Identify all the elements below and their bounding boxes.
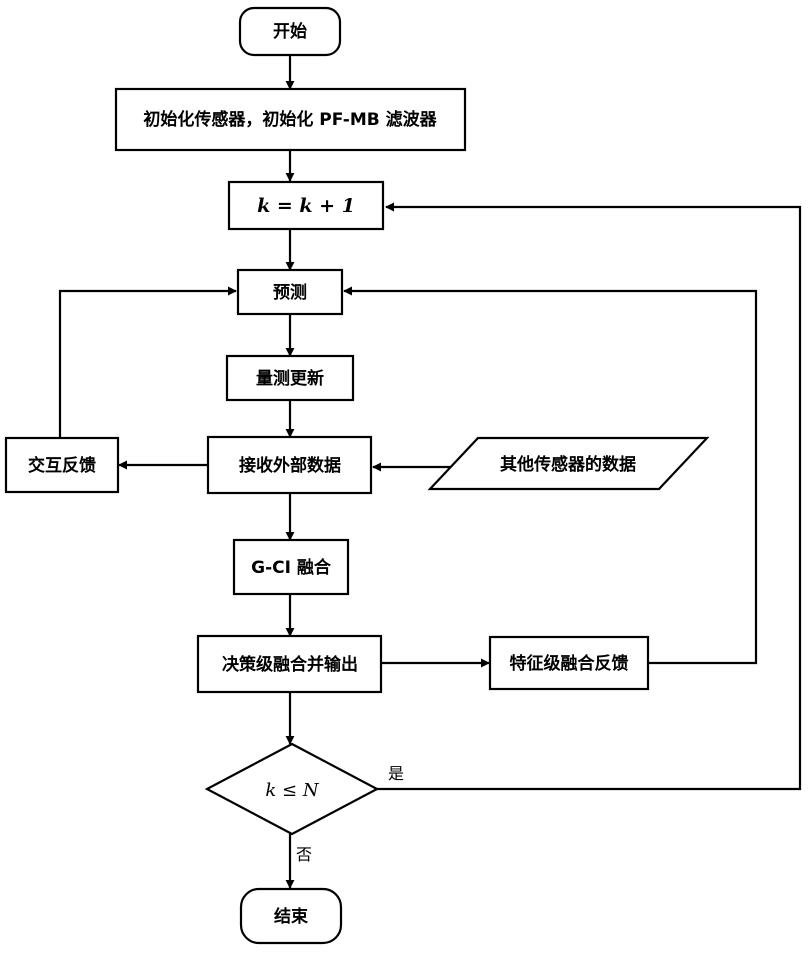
gci-fusion-node: G-CI 融合 — [234, 540, 348, 594]
feature-feedback-label: 特征级融合反馈 — [510, 653, 629, 674]
predict-label: 预测 — [273, 282, 307, 303]
receive-external-node: 接收外部数据 — [208, 437, 371, 493]
decision-fusion-label: 决策级融合并输出 — [222, 654, 358, 675]
init-node: 初始化传感器，初始化 PF-MB 滤波器 — [116, 89, 465, 150]
init-label: 初始化传感器，初始化 PF-MB 滤波器 — [143, 109, 437, 130]
interactive-feedback-node: 交互反馈 — [6, 438, 118, 492]
condition-node: k ≤ N — [207, 744, 377, 834]
condition-label: k ≤ N — [265, 780, 319, 801]
feature-feedback-node: 特征级融合反馈 — [490, 637, 648, 689]
k-increment-node: k = k + 1 — [229, 182, 383, 229]
interactive-feedback-label: 交互反馈 — [28, 455, 96, 476]
no-label: 否 — [296, 845, 312, 864]
other-sensors-label: 其他传感器的数据 — [500, 454, 636, 475]
measure-update-node: 量测更新 — [227, 356, 353, 400]
gci-fusion-label: G-CI 融合 — [251, 557, 332, 578]
other-sensors-node: 其他传感器的数据 — [430, 438, 707, 489]
end-node: 结束 — [241, 889, 341, 943]
connectors — [60, 55, 800, 888]
k-increment-label: k = k + 1 — [257, 195, 355, 217]
measure-update-label: 量测更新 — [256, 368, 324, 389]
start-label: 开始 — [273, 21, 307, 42]
edge-condition-yes — [377, 207, 800, 789]
decision-fusion-node: 决策级融合并输出 — [198, 636, 381, 692]
yes-label: 是 — [388, 764, 404, 783]
start-node: 开始 — [240, 8, 340, 55]
receive-external-label: 接收外部数据 — [239, 455, 341, 476]
edge-interactive-predict — [60, 291, 236, 438]
predict-node: 预测 — [238, 270, 342, 314]
end-label: 结束 — [274, 906, 308, 927]
